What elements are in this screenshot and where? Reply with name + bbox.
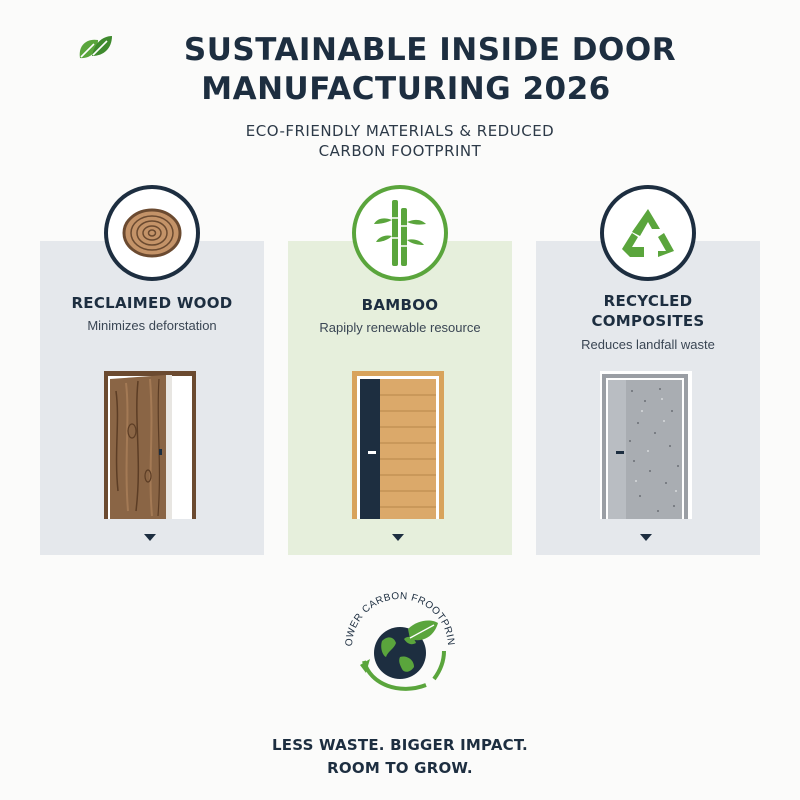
card-reclaimed-wood: RECLAIMED WOOD Minimizes deforstation — [40, 241, 264, 555]
card-description: Rapiply renewable resource — [319, 320, 481, 335]
tagline-line-2: ROOM TO GROW. — [327, 759, 473, 777]
wood-log-icon — [104, 185, 200, 281]
header: SUSTAINABLE INSIDE DOOR MANUFACTURING 20… — [0, 24, 800, 107]
card-title: BAMBOO — [361, 296, 439, 314]
globe-leaf-icon: LOWER CARBON FROOTPRINT — [330, 585, 456, 691]
card-title: RECLAIMED WOOD — [71, 294, 233, 312]
tagline-line-1: LESS WASTE. BIGGER IMPACT. — [272, 736, 528, 754]
subtitle: ECO-FRIENDLY MATERIALS & REDUCED CARBON … — [0, 121, 800, 161]
page-title-line-2: MANUFACTURING 2026 — [201, 71, 611, 107]
subtitle-line-1: ECO-FRIENDLY MATERIALS & REDUCED — [245, 122, 555, 140]
chevron-down-icon — [392, 534, 404, 541]
card-description: Minimizes deforstation — [87, 318, 217, 333]
subtitle-line-2: CARBON FOOTPRINT — [318, 142, 482, 160]
page-title-line-1: SUSTAINABLE INSIDE DOOR — [183, 32, 677, 68]
card-bamboo: BAMBOO Rapiply renewable resource — [288, 241, 512, 555]
leaf-icon — [79, 36, 112, 59]
card-title: RECYCLED COMPOSITES — [591, 292, 705, 330]
chevron-down-icon — [640, 534, 652, 541]
chevron-down-icon — [144, 534, 156, 541]
bamboo-icon — [352, 185, 448, 281]
bamboo-door-image — [352, 371, 444, 519]
wooden-door-image — [104, 371, 196, 519]
recycle-icon — [600, 185, 696, 281]
card-recycled-composites: RECYCLED COMPOSITES Reduces landfall was… — [536, 241, 760, 555]
card-description: Reduces landfall waste — [581, 337, 715, 352]
composite-door-image — [600, 371, 692, 519]
